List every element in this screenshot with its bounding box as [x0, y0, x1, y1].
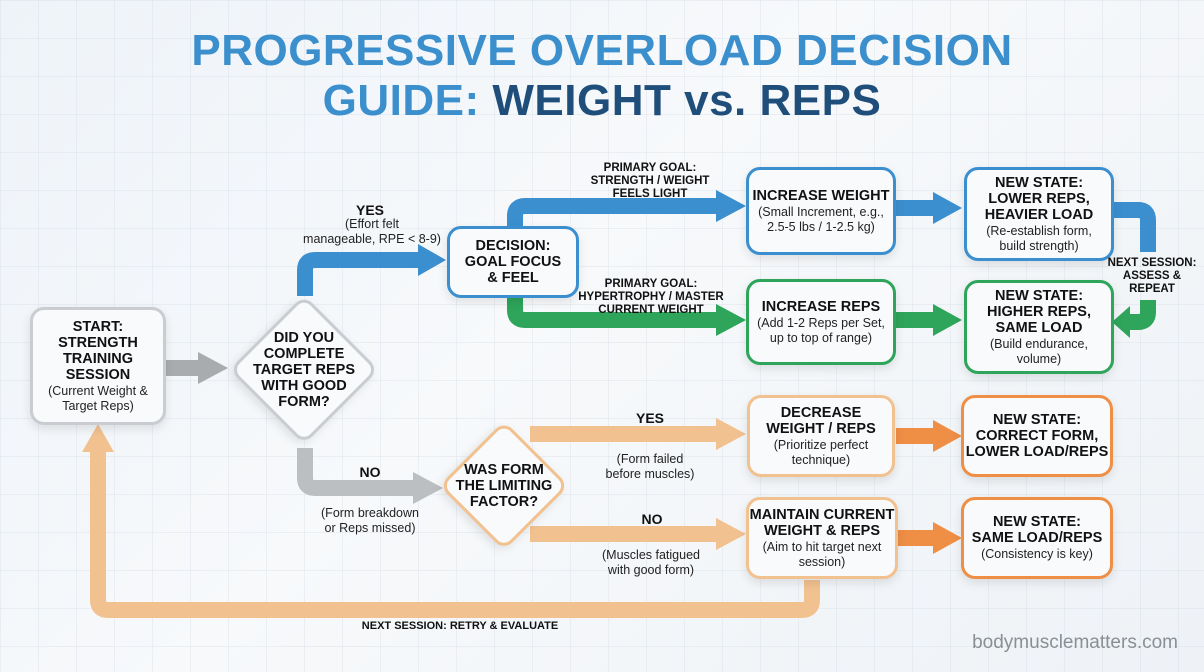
new-state-same-load-node: NEW STATE: SAME LOAD/REPS (Consistency i… — [961, 497, 1113, 579]
new-state-higher-reps-title: NEW STATE: HIGHER REPS, SAME LOAD — [987, 287, 1091, 336]
start-node: START: STRENGTH TRAINING SESSION (Curren… — [30, 307, 166, 425]
decision-complete-target-reps: DID YOU COMPLETE TARGET REPS WITH GOOD F… — [228, 294, 380, 446]
goal-hypertrophy-label: PRIMARY GOAL: HYPERTROPHY / MASTER CURRE… — [578, 278, 724, 316]
new-state-same-subtitle: (Consistency is key) — [981, 547, 1093, 561]
decision-complete-text: DID YOU COMPLETE TARGET REPS WITH GOOD F… — [252, 330, 356, 410]
maintain-subtitle: (Aim to hit target next session) — [762, 539, 882, 569]
decision-form-limiting: WAS FORM THE LIMITING FACTOR? — [438, 420, 570, 552]
new-state-higher-reps-node: NEW STATE: HIGHER REPS, SAME LOAD (Build… — [964, 280, 1114, 374]
new-state-correct-form-title: NEW STATE: CORRECT FORM, LOWER LOAD/REPS — [965, 412, 1109, 460]
increase-weight-subtitle: (Small Increment, e.g., 2.5-5 lbs / 1-2.… — [758, 204, 884, 234]
increase-reps-node: INCREASE REPS (Add 1-2 Reps per Set, up … — [746, 279, 896, 365]
form-no-label: NO — [641, 511, 663, 527]
decrease-title: DECREASE WEIGHT / REPS — [766, 404, 876, 437]
retry-evaluate-label: NEXT SESSION: RETRY & EVALUATE — [361, 620, 559, 632]
yes-label: YES — [355, 202, 384, 218]
form-yes-label: YES — [635, 410, 664, 426]
next-session-assess-label: NEXT SESSION: ASSESS & REPEAT — [1107, 257, 1197, 295]
new-state-correct-form-node: NEW STATE: CORRECT FORM, LOWER LOAD/REPS — [961, 395, 1113, 477]
decision-goal-focus-text: DECISION: GOAL FOCUS & FEEL — [464, 238, 562, 286]
increase-weight-node: INCREASE WEIGHT (Small Increment, e.g., … — [746, 167, 896, 255]
maintain-current-node: MAINTAIN CURRENT WEIGHT & REPS (Aim to h… — [746, 497, 898, 579]
start-node-title: START: STRENGTH TRAINING SESSION — [58, 318, 138, 383]
increase-reps-title: INCREASE REPS — [761, 298, 881, 315]
decrease-weight-reps-node: DECREASE WEIGHT / REPS (Prioritize perfe… — [747, 395, 895, 477]
new-state-heavier-load-node: NEW STATE: LOWER REPS, HEAVIER LOAD (Re-… — [964, 167, 1114, 261]
no-label: NO — [359, 464, 381, 480]
goal-strength-label: PRIMARY GOAL: STRENGTH / WEIGHT FEELS LI… — [590, 162, 710, 200]
start-node-subtitle: (Current Weight & Target Reps) — [48, 383, 148, 413]
no-note: (Form breakdown or Reps missed) — [321, 506, 419, 535]
new-state-heavier-subtitle: (Re-establish form, build strength) — [986, 223, 1092, 253]
yes-note: (Effort felt manageable, RPE < 8-9) — [303, 217, 441, 246]
form-no-note: (Muscles fatigued with good form) — [602, 548, 700, 577]
decision-form-text: WAS FORM THE LIMITING FACTOR? — [455, 462, 553, 510]
watermark: bodymusclematters.com — [972, 632, 1178, 653]
new-state-same-title: NEW STATE: SAME LOAD/REPS — [971, 514, 1103, 546]
form-yes-note: (Form failed before muscles) — [605, 452, 695, 481]
decrease-subtitle: (Prioritize perfect technique) — [773, 437, 869, 467]
new-state-higher-reps-subtitle: (Build endurance, volume) — [990, 336, 1088, 366]
increase-weight-title: INCREASE WEIGHT — [752, 187, 890, 204]
decision-goal-focus-node: DECISION: GOAL FOCUS & FEEL — [447, 226, 579, 298]
maintain-title: MAINTAIN CURRENT WEIGHT & REPS — [749, 506, 895, 539]
new-state-heavier-title: NEW STATE: LOWER REPS, HEAVIER LOAD — [984, 174, 1094, 223]
page-title-line-1: PROGRESSIVE OVERLOAD DECISION — [191, 26, 1013, 75]
page-title-line-2: GUIDE: WEIGHT vs. REPS — [322, 76, 882, 125]
increase-reps-subtitle: (Add 1-2 Reps per Set, up to top of rang… — [757, 315, 885, 345]
